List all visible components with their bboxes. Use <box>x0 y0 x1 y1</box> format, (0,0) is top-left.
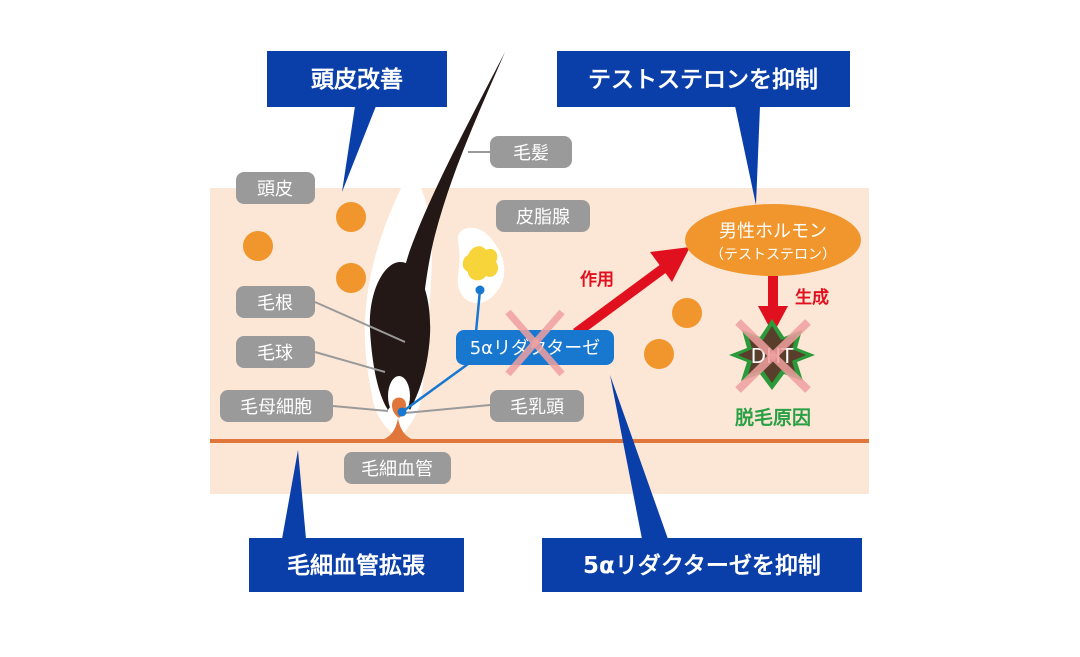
label-hair-matrix-cell: 毛母細胞 <box>240 397 312 418</box>
label-capillary: 毛細血管 <box>361 459 433 480</box>
callout-suppress-reductase <box>542 538 862 592</box>
produce-arrow-label: 生成 <box>795 287 829 308</box>
capillary-branch <box>381 418 415 440</box>
action-arrow-head <box>650 247 690 282</box>
callout-suppress-reductase-text: 5αリダクターゼを抑制 <box>583 552 821 579</box>
label-hair-bulb-box <box>236 336 315 368</box>
label-scalp-box <box>236 172 315 204</box>
enzyme-label: 5αリダクターゼ <box>470 338 601 359</box>
pointer-line-root <box>314 301 406 343</box>
label-hair-root: 毛根 <box>257 293 293 314</box>
enzyme-cross-icon <box>505 309 565 377</box>
hormone-ellipse <box>685 204 861 276</box>
callout-scalp-improvement <box>267 51 447 107</box>
dht-cross-icon <box>735 319 811 393</box>
callout-tail-scalp <box>342 106 376 192</box>
capillary-line <box>210 439 869 443</box>
label-sebaceous-gland-box <box>496 200 590 232</box>
enzyme-link-dot <box>475 285 485 295</box>
enzyme-link-dot <box>397 407 407 417</box>
produce-arrow-head <box>758 306 788 334</box>
label-hair: 毛髪 <box>513 142 549 164</box>
callout-suppress-testosterone-text: テストステロンを抑制 <box>588 67 818 93</box>
hair-loss-cause: 脱毛原因 <box>735 406 811 429</box>
label-capillary-box <box>344 452 451 484</box>
action-arrow-label: 作用 <box>580 269 614 290</box>
pointer-line-bulb <box>314 351 386 373</box>
scalp-cell-dot <box>644 339 674 369</box>
label-hair-matrix-cell-box <box>220 390 333 422</box>
callout-suppress-testosterone <box>557 51 850 107</box>
pointer-line-papilla <box>404 404 491 414</box>
label-scalp: 頭皮 <box>257 179 293 200</box>
label-hair-root-box <box>236 286 315 318</box>
pointer-line-matrix <box>332 405 389 412</box>
action-arrow-shaft <box>573 263 667 338</box>
callout-capillary-dilation <box>249 538 464 592</box>
label-dermal-papilla-box <box>490 390 584 422</box>
hormone-name: 男性ホルモン <box>719 221 827 242</box>
label-hair-bulb: 毛球 <box>257 343 293 364</box>
callout-capillary-dilation-text: 毛細血管拡張 <box>287 552 426 579</box>
scalp-cell-dot <box>672 298 702 328</box>
enzyme-link-papilla <box>401 362 469 414</box>
enzyme-link-sebum <box>474 289 482 333</box>
callout-tail-capillary <box>282 450 306 539</box>
scalp-cell-dot <box>336 263 366 293</box>
hair-bulb <box>369 262 431 410</box>
scalp-cell-dot <box>336 202 366 232</box>
label-sebaceous-gland: 皮脂腺 <box>516 207 570 228</box>
callout-tail-testosterone <box>735 106 760 205</box>
sebum-blob <box>462 246 499 281</box>
hormone-sub: （テストステロン） <box>710 247 836 263</box>
callout-tail-reductase <box>610 375 668 539</box>
label-hair-box <box>490 136 572 168</box>
label-dermal-papilla: 毛乳頭 <box>510 397 564 418</box>
callout-scalp-improvement-text: 頭皮改善 <box>311 66 403 93</box>
scalp-cell-dot <box>243 231 273 261</box>
